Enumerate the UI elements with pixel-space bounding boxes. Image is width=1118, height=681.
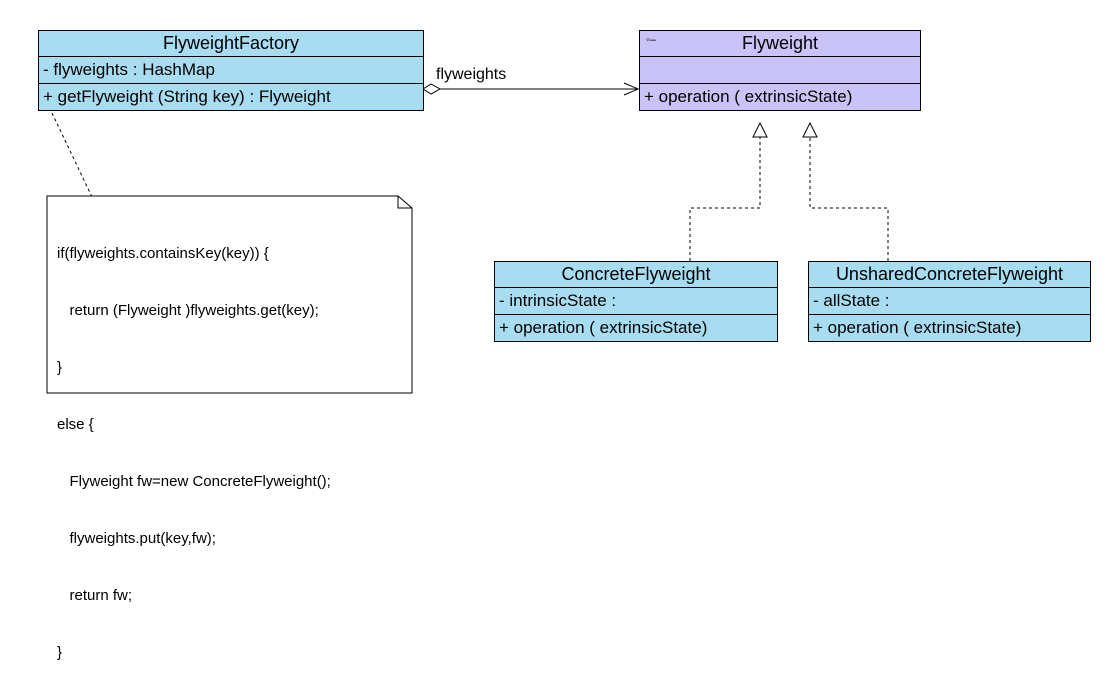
class-operation: + operation ( extrinsicState) bbox=[640, 83, 920, 110]
note-line: return (Flyweight )flyweights.get(key); bbox=[57, 302, 319, 319]
association-label: flyweights bbox=[436, 66, 507, 83]
note-line: flyweights.put(key,fw); bbox=[57, 530, 216, 547]
note-line: } bbox=[57, 359, 63, 376]
class-name: Flyweight bbox=[741, 33, 819, 53]
class-concrete-flyweight[interactable]: ConcreteFlyweight - intrinsicState : + o… bbox=[494, 261, 778, 342]
class-attribute bbox=[640, 57, 920, 83]
connector-layer bbox=[46, 82, 889, 394]
class-operation: + operation ( extrinsicState) bbox=[495, 314, 777, 341]
note-fold bbox=[397, 196, 412, 209]
class-flyweight-factory[interactable]: FlyweightFactory - flyweights : HashMap … bbox=[38, 30, 424, 111]
note-line: else { bbox=[57, 416, 94, 433]
class-attribute: - flyweights : HashMap bbox=[43, 60, 215, 79]
class-attribute: - intrinsicState : bbox=[499, 291, 617, 310]
code-note: if(flyweights.containsKey(key)) { return… bbox=[47, 206, 407, 681]
note-anchor-line bbox=[51, 112, 93, 198]
class-operation: + getFlyweight (String key) : Flyweight bbox=[39, 83, 423, 110]
aggregation-diamond bbox=[422, 83, 442, 95]
class-attribute: - allState : bbox=[813, 291, 890, 310]
class-operation: + operation ( extrinsicState) bbox=[809, 314, 1090, 341]
realization-unshared-line bbox=[809, 137, 889, 261]
class-name: UnsharedConcreteFlyweight bbox=[809, 262, 1090, 288]
class-name: ConcreteFlyweight bbox=[495, 262, 777, 288]
note-line: } bbox=[57, 644, 63, 661]
note-shape bbox=[46, 195, 413, 394]
association-arrowhead bbox=[623, 82, 640, 96]
note-line: Flyweight fw=new ConcreteFlyweight(); bbox=[57, 473, 331, 490]
class-name: FlyweightFactory bbox=[39, 31, 423, 57]
interface-flyweight[interactable]: ◦– Flyweight + operation ( extrinsicStat… bbox=[639, 30, 921, 111]
class-unshared-concrete-flyweight[interactable]: UnsharedConcreteFlyweight - allState : +… bbox=[808, 261, 1091, 342]
realization-concrete-triangle bbox=[752, 121, 768, 138]
realization-concrete-line bbox=[689, 137, 761, 261]
note-line: if(flyweights.containsKey(key)) { bbox=[57, 245, 269, 262]
interface-icon: ◦– bbox=[646, 34, 657, 46]
realization-unshared-triangle bbox=[802, 121, 818, 138]
note-line: return fw; bbox=[57, 587, 133, 604]
